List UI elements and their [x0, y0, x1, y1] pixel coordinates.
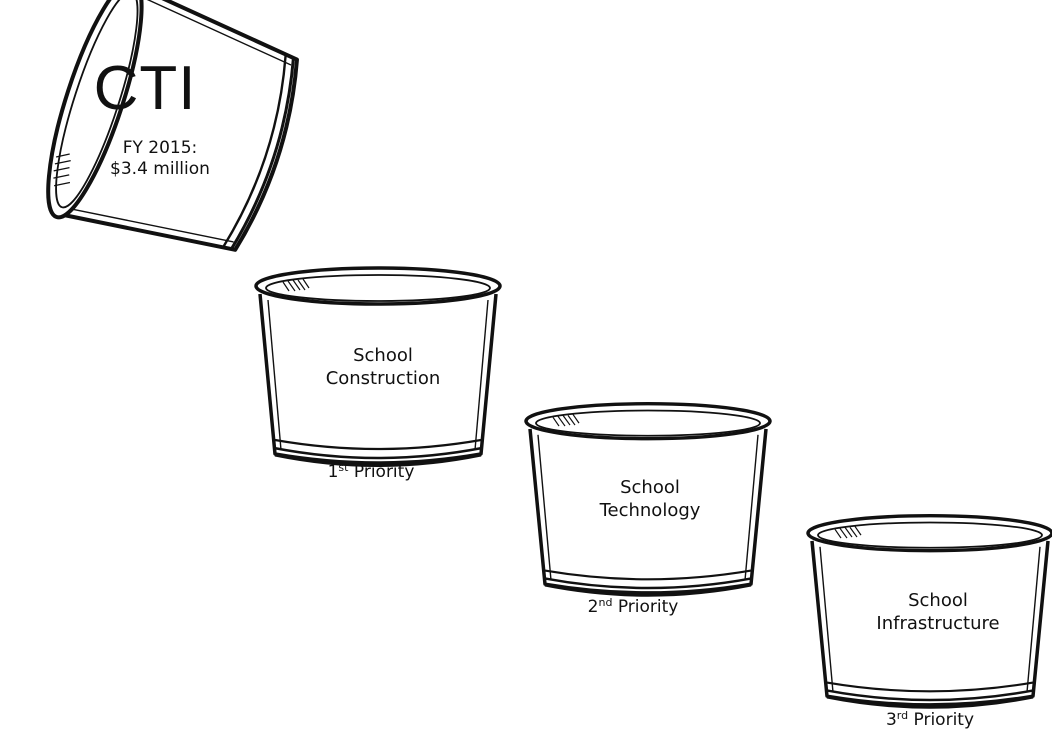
- priority-3-suffix: rd: [897, 709, 908, 722]
- bucket-1-line2: Construction: [303, 368, 463, 391]
- bucket-3-label: School Infrastructure: [858, 590, 1018, 635]
- cti-amount-block: FY 2015: $3.4 million: [80, 138, 240, 179]
- bucket-3-line2: Infrastructure: [858, 613, 1018, 636]
- bucket-3-line1: School: [858, 590, 1018, 613]
- priority-1-label: 1st Priority: [291, 462, 451, 482]
- bucket-1-label: School Construction: [303, 345, 463, 390]
- cti-label: CTI: [70, 58, 220, 120]
- priority-3-word: Priority: [914, 710, 975, 730]
- priority-2-num: 2: [588, 597, 599, 617]
- bucket-1-line1: School: [303, 345, 463, 368]
- priority-1-word: Priority: [354, 462, 415, 482]
- priority-1-suffix: st: [338, 461, 348, 474]
- bucket-2-label: School Technology: [570, 477, 730, 522]
- fiscal-year-text: FY 2015:: [80, 138, 240, 159]
- priority-2-label: 2nd Priority: [553, 597, 713, 617]
- priority-1-num: 1: [328, 462, 339, 482]
- bucket-2-line2: Technology: [570, 500, 730, 523]
- priority-2-suffix: nd: [598, 596, 612, 609]
- amount-text: $3.4 million: [80, 159, 240, 180]
- priority-3-label: 3rd Priority: [850, 710, 1010, 730]
- priority-3-num: 3: [886, 710, 897, 730]
- priority-2-word: Priority: [618, 597, 679, 617]
- bucket-2-line1: School: [570, 477, 730, 500]
